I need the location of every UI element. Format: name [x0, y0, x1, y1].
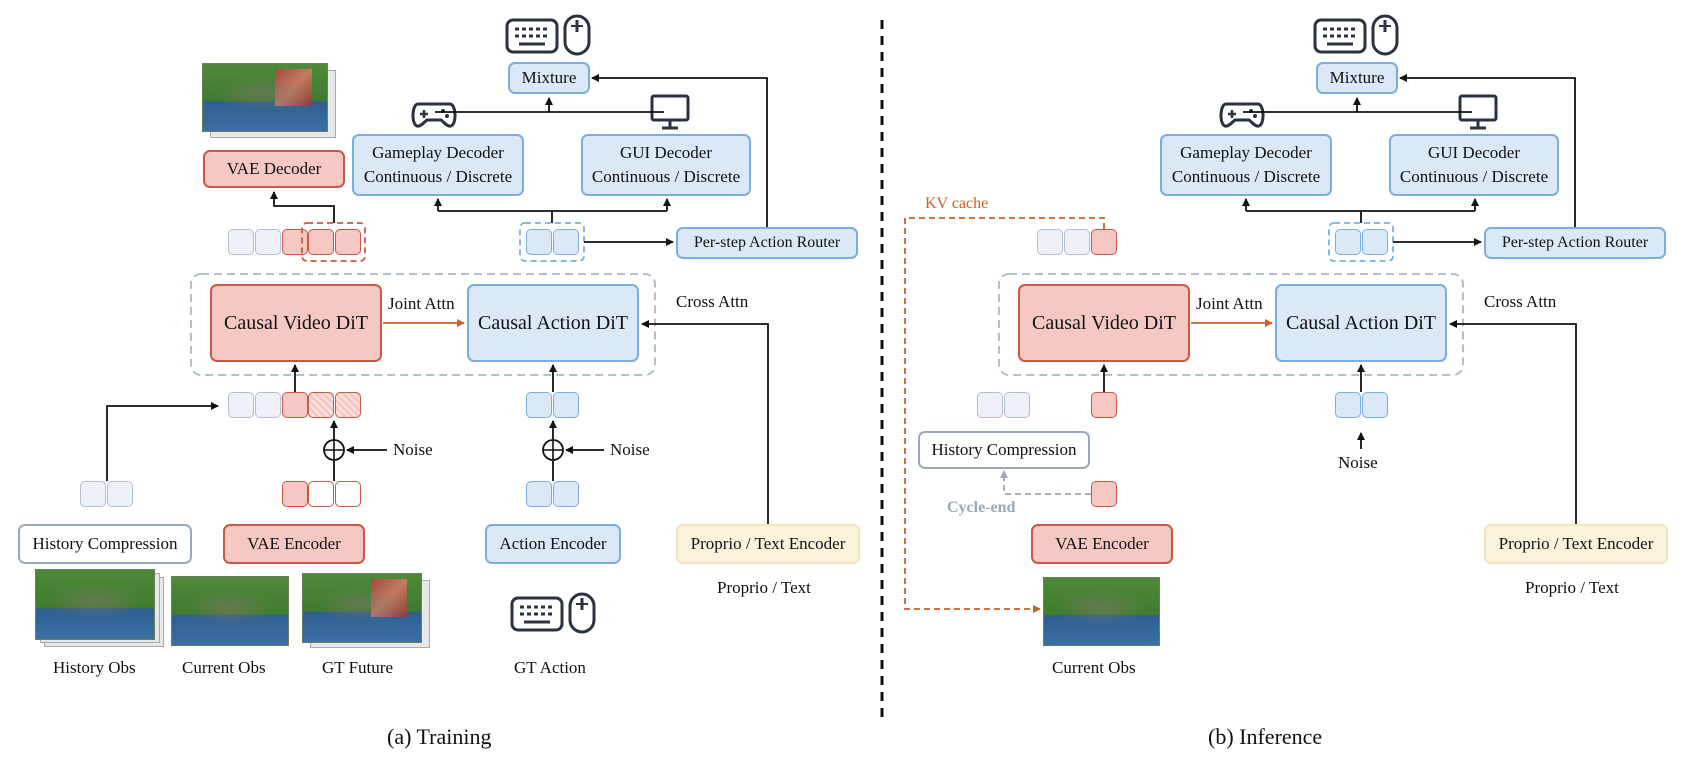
token — [335, 392, 361, 418]
joint-attn-label: Joint Attn — [388, 294, 455, 313]
current-obs-label: Current Obs — [182, 658, 266, 677]
current-obs-image — [171, 576, 289, 646]
action-dit-box: Causal Action DiT — [1275, 284, 1447, 362]
proprio-encoder-box: Proprio / Text Encoder — [1484, 524, 1668, 564]
cross-attn-label: Cross Attn — [676, 292, 749, 311]
history-obs-label: History Obs — [53, 658, 136, 677]
proprio-encoder-box: Proprio / Text Encoder — [676, 524, 860, 564]
action-dit-box: Causal Action DiT — [467, 284, 639, 362]
action-encoder-box: Action Encoder — [485, 524, 621, 564]
token — [553, 392, 579, 418]
token — [1004, 392, 1030, 418]
router-box: Per-step Action Router — [676, 227, 858, 259]
token — [107, 481, 133, 507]
current-obs-image — [1043, 577, 1160, 646]
keyboard-mouse-icon — [1313, 14, 1399, 56]
router-box: Per-step Action Router — [1484, 227, 1666, 259]
cycle-end-label: Cycle-end — [947, 499, 1016, 516]
proprio-text-label: Proprio / Text — [717, 578, 811, 597]
gt-future-image — [302, 573, 422, 643]
token — [526, 481, 552, 507]
proprio-text-label: Proprio / Text — [1525, 578, 1619, 597]
video-dit-box: Causal Video DiT — [210, 284, 382, 362]
token — [335, 229, 361, 255]
mixture-box: Mixture — [508, 62, 590, 94]
history-obs-image — [35, 569, 155, 640]
monitor-icon — [1458, 94, 1498, 130]
token — [255, 392, 281, 418]
keyboard-mouse-icon — [505, 14, 591, 56]
token — [255, 229, 281, 255]
token — [335, 481, 361, 507]
token — [553, 481, 579, 507]
gt-future-label: GT Future — [322, 658, 393, 677]
kv-cache-label: KV cache — [925, 195, 989, 212]
token — [228, 392, 254, 418]
token — [228, 229, 254, 255]
history-compression-box: History Compression — [918, 431, 1090, 469]
token — [1037, 229, 1063, 255]
gt-action-label: GT Action — [514, 658, 586, 677]
token — [526, 229, 552, 255]
token — [308, 481, 334, 507]
inference-caption: (b) Inference — [1208, 724, 1323, 749]
noise-label: Noise — [610, 440, 650, 459]
keyboard-mouse-icon — [510, 592, 596, 634]
decoded-frame-image — [202, 63, 328, 132]
cross-attn-label: Cross Attn — [1484, 292, 1557, 311]
token — [1335, 392, 1361, 418]
token — [308, 229, 334, 255]
token — [526, 392, 552, 418]
noise-label: Noise — [393, 440, 433, 459]
vae-encoder-box: VAE Encoder — [223, 524, 365, 564]
mixture-box: Mixture — [1316, 62, 1398, 94]
token — [553, 229, 579, 255]
token — [80, 481, 106, 507]
token — [1091, 229, 1117, 255]
token — [282, 392, 308, 418]
training-caption: (a) Training — [387, 724, 492, 749]
token — [977, 392, 1003, 418]
token — [1335, 229, 1361, 255]
token — [1091, 392, 1117, 418]
vae-decoder-box: VAE Decoder — [203, 150, 345, 188]
token — [282, 481, 308, 507]
current-obs-label: Current Obs — [1052, 658, 1136, 677]
token — [1362, 392, 1388, 418]
token — [1362, 229, 1388, 255]
monitor-icon — [650, 94, 690, 130]
joint-attn-label: Joint Attn — [1196, 294, 1263, 313]
token — [1091, 481, 1117, 507]
token — [308, 392, 334, 418]
vae-encoder-box: VAE Encoder — [1031, 524, 1173, 564]
history-compression-box: History Compression — [18, 524, 192, 564]
video-dit-box: Causal Video DiT — [1018, 284, 1190, 362]
token — [282, 229, 308, 255]
noise-label: Noise — [1338, 453, 1378, 472]
token — [1064, 229, 1090, 255]
